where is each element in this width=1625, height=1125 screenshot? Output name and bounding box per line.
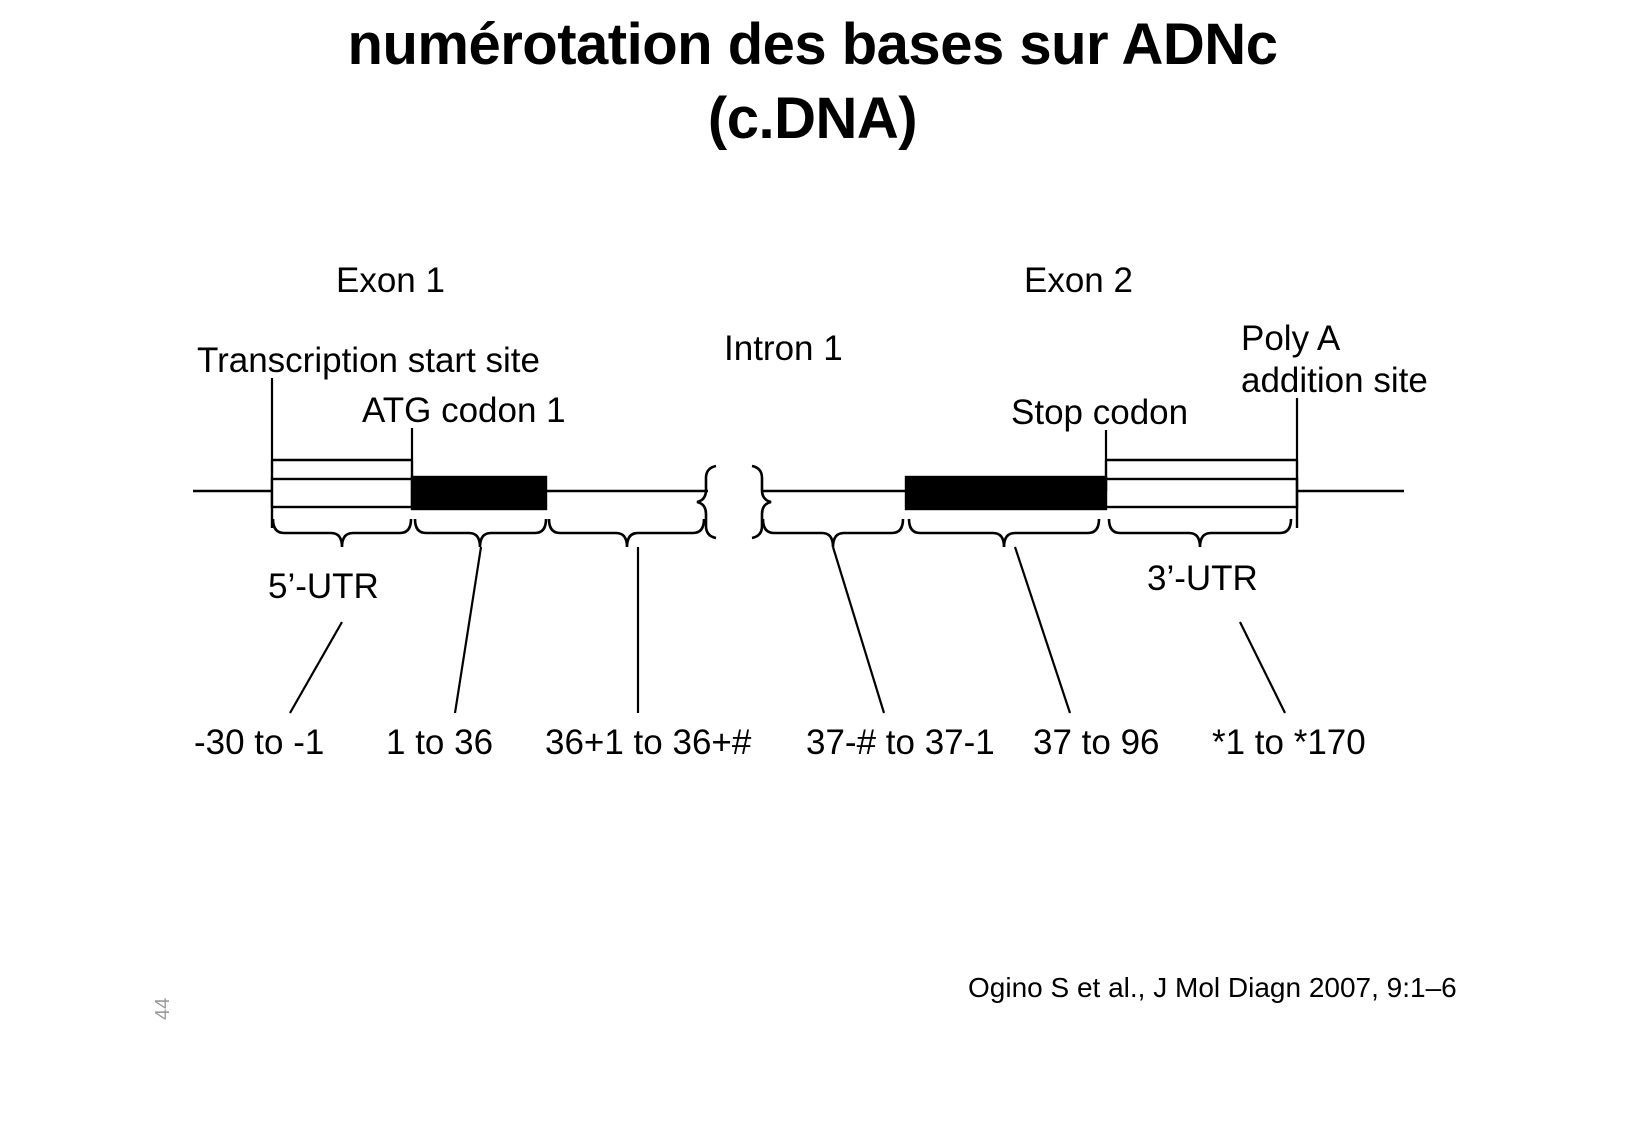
intron-break-brackets	[696, 464, 772, 540]
label-intron-1: Intron 1	[724, 329, 843, 368]
exon2-box	[1104, 458, 1299, 528]
numbering-label-utr5: -30 to -1	[194, 723, 325, 762]
numbering-label-cds1: 1 to 36	[386, 723, 494, 762]
source-citation: Ogino S et al., J Mol Diagn 2007, 9:1–6	[968, 972, 1457, 1003]
feature-leader-lines	[270, 378, 1299, 460]
numbering-label-intron1-5prime: 36+1 to 36+#	[545, 723, 752, 762]
page-title-line-2: (c.DNA)	[707, 86, 918, 152]
numbering-label-utr3: *1 to *170	[1212, 723, 1366, 762]
numbering-label-intron1-3prime: 37-# to 37-1	[806, 723, 995, 762]
segment-braces	[271, 518, 1293, 548]
page-number-mark: 44	[152, 997, 174, 1020]
numbering-label-cds2: 37 to 96	[1033, 723, 1160, 762]
label-stop-codon: Stop codon	[1011, 393, 1189, 432]
numbering-leader-lines	[289, 546, 1286, 714]
exon1-cds-segment	[410, 475, 548, 511]
label-atg-codon-1: ATG codon 1	[362, 391, 566, 430]
page-title-line-1: numérotation des bases sur ADNc	[347, 12, 1278, 77]
exon2-cds-segment	[904, 475, 1108, 511]
label-3-prime-utr: 3’-UTR	[1147, 559, 1258, 598]
exon1-utr-segment	[270, 477, 414, 509]
label-exon-1: Exon 1	[336, 261, 445, 300]
label-exon-2: Exon 2	[1024, 261, 1133, 300]
label-poly-a-line-1: Poly A	[1241, 319, 1341, 358]
page-title: numérotation des bases sur ADNc (c.DNA)	[0, 8, 1625, 156]
label-5-prime-utr: 5’-UTR	[268, 567, 379, 606]
label-poly-a-line-2: addition site	[1241, 361, 1428, 400]
label-transcription-start-site: Transcription start site	[197, 341, 540, 380]
exon2-utr-segment	[1104, 477, 1299, 509]
